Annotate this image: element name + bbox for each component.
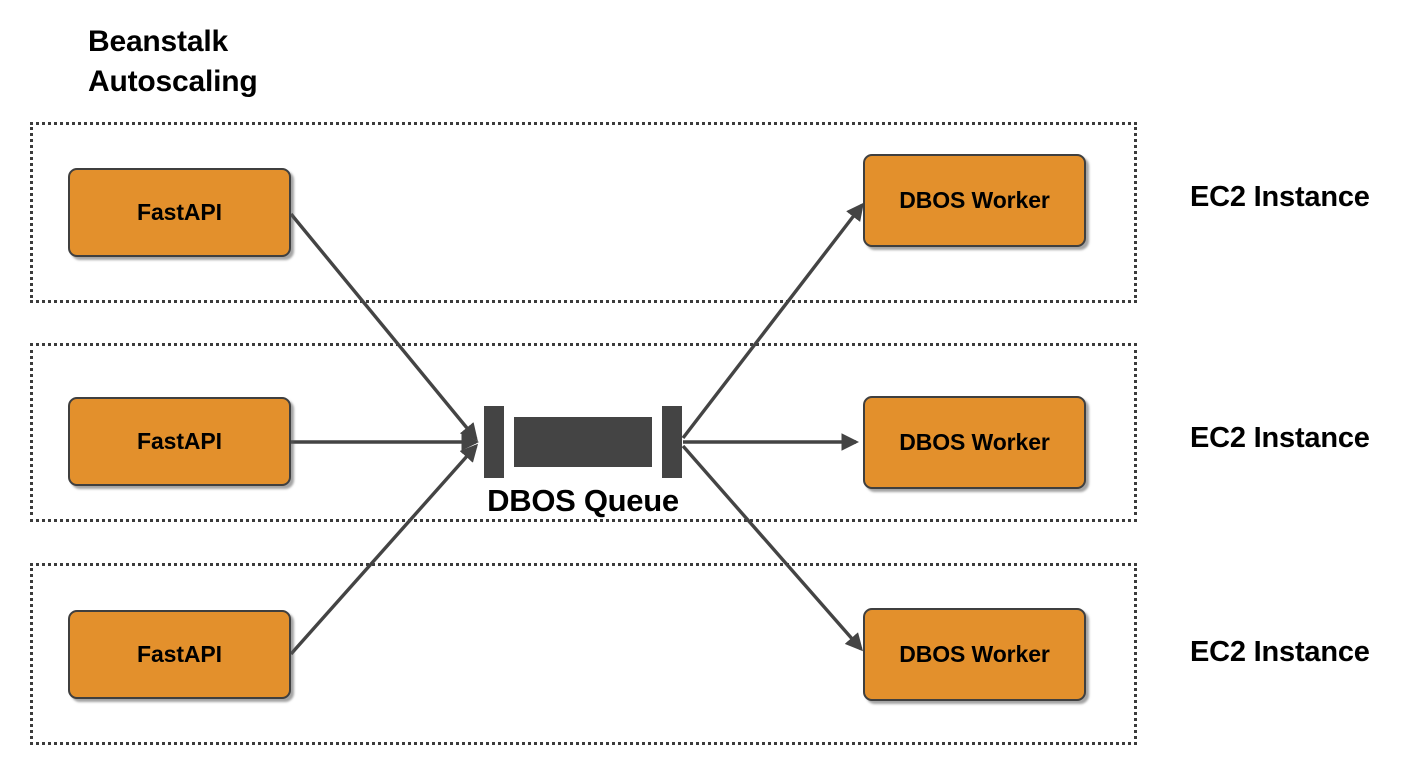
ec2-instance-label: EC2 Instance: [1190, 422, 1370, 454]
fastapi-node[interactable]: FastAPI: [68, 168, 291, 257]
page-title: Beanstalk Autoscaling: [88, 25, 258, 98]
queue-left-bar: [484, 406, 504, 478]
fastapi-node-label: FastAPI: [137, 428, 222, 454]
dbos-worker-node-label: DBOS Worker: [899, 641, 1050, 667]
dbos-worker-node[interactable]: DBOS Worker: [863, 154, 1086, 247]
ec2-instance-label: EC2 Instance: [1190, 636, 1370, 668]
ec2-instance-group: [30, 122, 1137, 303]
dbos-worker-node[interactable]: DBOS Worker: [863, 608, 1086, 701]
dbos-queue-label: DBOS Queue: [487, 483, 679, 518]
ec2-instance-group: [30, 343, 1137, 522]
dbos-worker-node-label: DBOS Worker: [899, 187, 1050, 213]
fastapi-node-label: FastAPI: [137, 199, 222, 225]
ec2-instance-label: EC2 Instance: [1190, 181, 1370, 213]
queue-middle-bar: [514, 417, 652, 467]
dbos-worker-node-label: DBOS Worker: [899, 429, 1050, 455]
fastapi-node-label: FastAPI: [137, 641, 222, 667]
fastapi-node[interactable]: FastAPI: [68, 397, 291, 486]
fastapi-node[interactable]: FastAPI: [68, 610, 291, 699]
dbos-worker-node[interactable]: DBOS Worker: [863, 396, 1086, 489]
ec2-instance-group: [30, 563, 1137, 745]
dbos-queue-icon[interactable]: [484, 406, 682, 478]
queue-right-bar: [662, 406, 682, 478]
